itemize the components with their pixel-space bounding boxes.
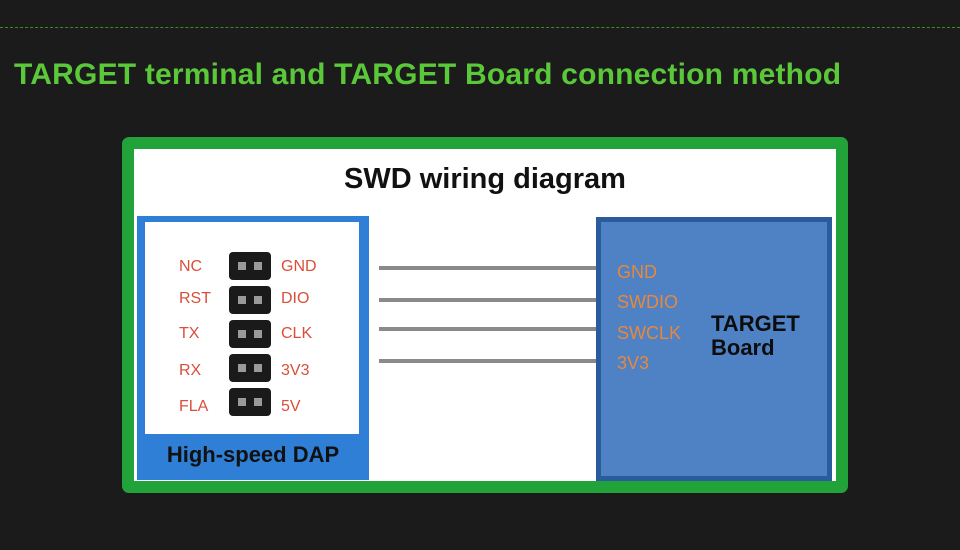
board-pin-label: 3V3 (617, 353, 650, 373)
pin-dot (238, 330, 246, 338)
target-board-body: GND SWDIO SWCLK 3V3 TARGET Board (601, 222, 827, 476)
dap-pin-label-right: DIO (281, 290, 310, 307)
dap-pin-label-left: RST (179, 290, 211, 307)
diagram-canvas: SWD wiring diagram NC RST TX RX FLA GND … (134, 149, 836, 481)
target-board-name-line1: TARGET (711, 311, 800, 336)
pin-header-row (229, 354, 271, 382)
target-board: GND SWDIO SWCLK 3V3 TARGET Board (596, 217, 832, 481)
wire-swdio (379, 298, 601, 302)
pin-dot (238, 296, 246, 304)
pin-dot (238, 364, 246, 372)
dap-pin-label-left: TX (179, 325, 200, 342)
target-board-name-line2: Board (711, 335, 775, 360)
dap-pin-label-right: GND (281, 258, 317, 275)
pin-dot (254, 364, 262, 372)
pin-header-row (229, 320, 271, 348)
pin-dot (254, 398, 262, 406)
page-heading: TARGET terminal and TARGET Board connect… (14, 58, 842, 91)
pin-header-row (229, 388, 271, 416)
pin-header-connector (229, 252, 271, 418)
dap-pinout-panel: NC RST TX RX FLA GND DIO CLK 3V3 5V (145, 222, 359, 434)
board-pin-label: SWDIO (617, 292, 678, 312)
target-board-name: TARGET Board (711, 312, 800, 360)
dashed-divider (0, 27, 960, 28)
dap-pin-label-right: 3V3 (281, 362, 310, 379)
pin-dot (238, 262, 246, 270)
pin-dot (254, 296, 262, 304)
wire-gnd (379, 266, 601, 270)
dap-pin-label-left: RX (179, 362, 202, 379)
pin-dot (238, 398, 246, 406)
wire-3v3 (379, 359, 601, 363)
dap-module: NC RST TX RX FLA GND DIO CLK 3V3 5V High (137, 216, 369, 480)
pin-header-row (229, 252, 271, 280)
pin-header-row (229, 286, 271, 314)
pin-dot (254, 262, 262, 270)
dap-pin-label-left: NC (179, 258, 203, 275)
dap-pin-label-right: CLK (281, 325, 313, 342)
wire-swclk (379, 327, 601, 331)
pin-dot (254, 330, 262, 338)
dap-label: High-speed DAP (166, 442, 340, 467)
dap-pin-label-left: FLA (179, 398, 209, 415)
board-pin-label: SWCLK (617, 323, 682, 343)
dap-pin-label-right: 5V (281, 398, 301, 415)
diagram-frame: SWD wiring diagram NC RST TX RX FLA GND … (122, 137, 848, 493)
board-pin-label: GND (617, 262, 657, 282)
diagram-title: SWD wiring diagram (344, 163, 626, 195)
